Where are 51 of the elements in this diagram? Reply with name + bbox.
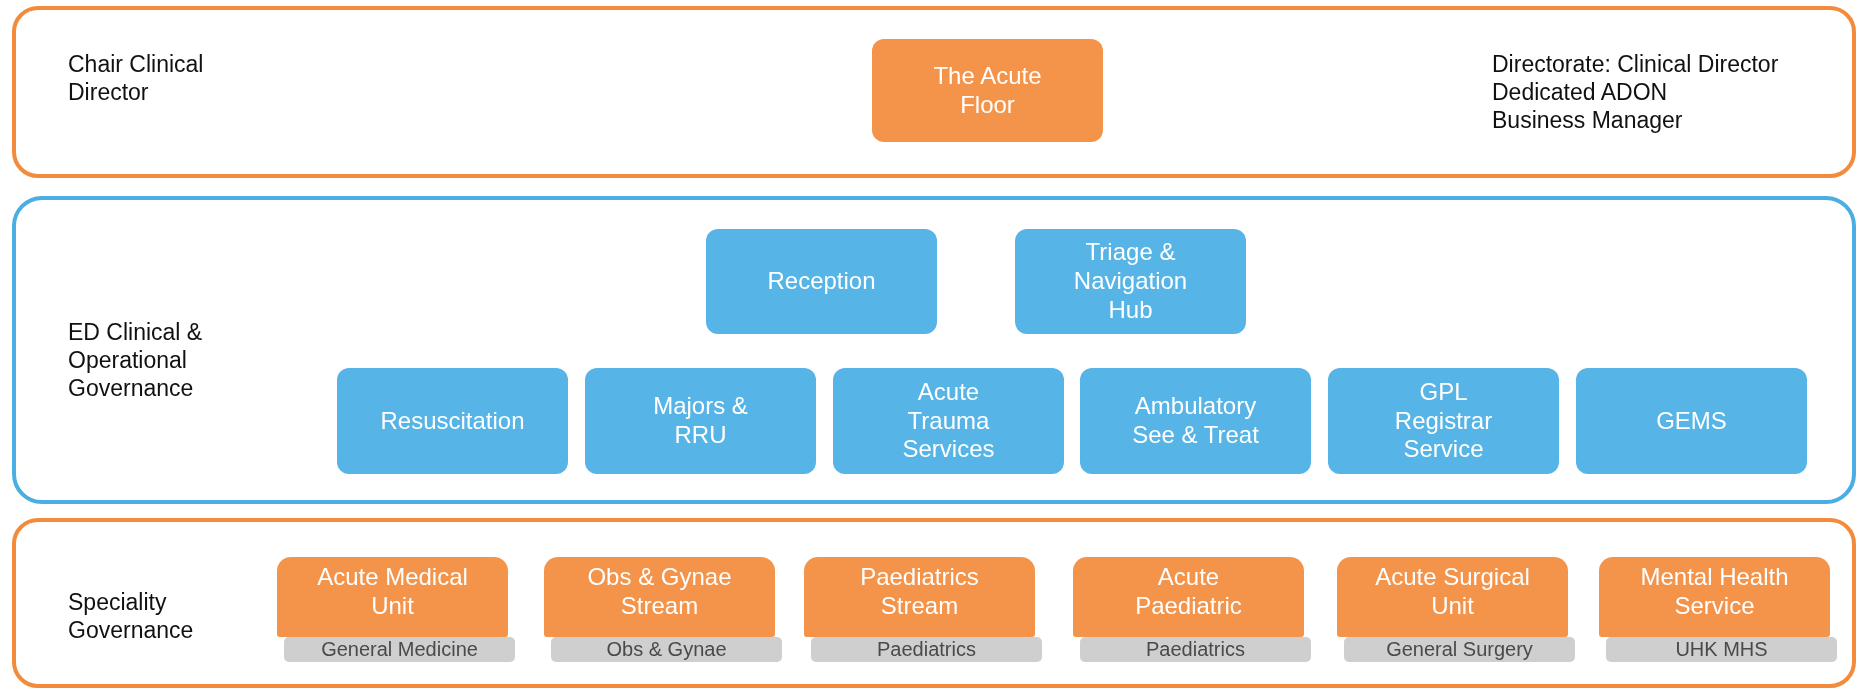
service-box — [1080, 368, 1311, 474]
tag-label: General Surgery — [1386, 637, 1533, 662]
specialty-tag — [551, 637, 782, 662]
specialty-tag — [1606, 637, 1837, 662]
specialty-tag — [1080, 637, 1311, 662]
box-label: Mental Health Service — [1639, 563, 1790, 621]
band-title: Speciality Governance — [68, 588, 195, 645]
box-label: The Acute Floor — [932, 61, 1043, 120]
service-box — [1015, 229, 1246, 334]
tag-label: Paediatrics — [1146, 637, 1245, 662]
governance-band — [12, 6, 1856, 178]
specialty-tag — [1344, 637, 1575, 662]
band-note: Business Manager — [1492, 106, 1683, 135]
box-label: Acute Medical Unit — [316, 563, 469, 621]
unit-box — [872, 39, 1103, 142]
service-box — [833, 368, 1064, 474]
unit-box — [1599, 557, 1830, 637]
specialty-tag — [284, 637, 515, 662]
box-label: Acute Surgical Unit — [1374, 563, 1531, 621]
box-label: Majors & RRU — [652, 392, 749, 450]
band-note: Directorate: Clinical Director — [1492, 50, 1779, 79]
unit-box — [544, 557, 775, 637]
band-title: ED Clinical & Operational Governance — [68, 318, 204, 403]
box-label: Resuscitation — [380, 406, 525, 436]
tag-label: UHK MHS — [1675, 637, 1768, 662]
unit-box — [1337, 557, 1568, 637]
box-label: Triage & Navigation Hub — [1072, 238, 1189, 325]
service-box — [706, 229, 937, 334]
unit-box — [1073, 557, 1304, 637]
governance-band — [12, 518, 1856, 688]
unit-box — [277, 557, 508, 637]
service-box — [1328, 368, 1559, 474]
band-title: Chair Clinical Director — [68, 50, 205, 107]
box-label: GPL Registrar Service — [1393, 377, 1494, 465]
tag-label: Obs & Gynae — [606, 637, 727, 662]
box-label: Reception — [767, 267, 876, 296]
governance-band — [12, 196, 1856, 504]
unit-box — [804, 557, 1035, 637]
box-label: Paediatrics Stream — [859, 563, 980, 621]
box-label: Acute Trauma Services — [901, 377, 996, 465]
box-label: Acute Paediatric — [1134, 563, 1243, 621]
box-label: Obs & Gynae Stream — [586, 563, 733, 621]
tag-label: General Medicine — [321, 637, 478, 662]
box-label: Ambulatory See & Treat — [1131, 392, 1260, 450]
service-box — [585, 368, 816, 474]
box-label: GEMS — [1656, 406, 1727, 436]
service-box — [337, 368, 568, 474]
service-box — [1576, 368, 1807, 474]
specialty-tag — [811, 637, 1042, 662]
tag-label: Paediatrics — [877, 637, 976, 662]
band-note: Dedicated ADON — [1492, 78, 1668, 107]
